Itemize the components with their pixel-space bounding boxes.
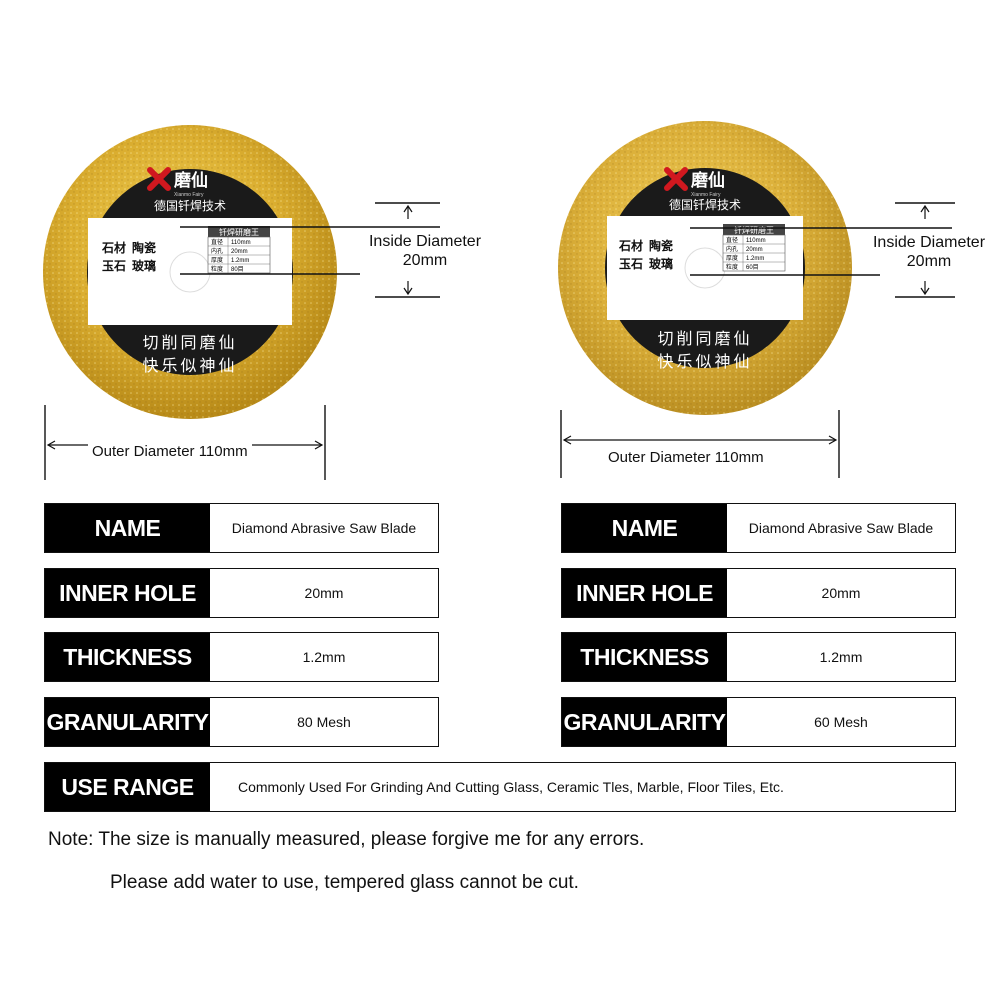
slogan-line-1: 切削同磨仙 [657,330,752,348]
svg-text:直径: 直径 [726,236,738,244]
spec-value: 20mm [304,585,344,601]
svg-text:1.2mm: 1.2mm [746,256,764,262]
spec-row-name-left: NAME Diamond Abrasive Saw Blade [44,503,439,553]
svg-text:直径: 直径 [211,238,223,246]
spec-row-inner-hole-left: INNER HOLE 20mm [44,568,439,618]
outer-diameter-label-left: Outer Diameter 110mm [88,443,252,460]
spec-key: INNER HOLE [562,569,727,617]
brand-tagline: 德国钎焊技术 [669,197,741,212]
svg-text:80目: 80目 [231,266,244,273]
svg-text:内孔: 内孔 [726,245,738,253]
svg-text:厚度: 厚度 [726,254,738,262]
outer-diameter-marker-right [560,410,840,478]
note-line-1: Note: The size is manually measured, ple… [48,829,645,850]
slogan-line-1: 切削同磨仙 [142,334,237,352]
svg-text:60目: 60目 [746,264,759,271]
inside-diameter-marker-right [690,202,955,298]
outer-diameter-label-right: Outer Diameter 110mm [604,449,768,466]
note-line-2: Please add water to use, tempered glass … [110,872,579,893]
spec-row-thickness-right: THICKNESS 1.2mm [561,632,956,682]
brand-sub: Xianmo Fairy [691,192,721,198]
svg-text:20mm: 20mm [746,247,763,253]
material-1: 石材 [618,238,643,253]
inside-diameter-label-right: Inside Diameter 20mm [872,234,986,270]
spec-key: NAME [562,504,727,552]
svg-text:钎焊研磨王: 钎焊研磨王 [734,225,774,235]
spec-value: 1.2mm [302,649,346,665]
svg-text:110mm: 110mm [746,238,766,244]
spec-row-name-right: NAME Diamond Abrasive Saw Blade [561,503,956,553]
svg-text:厚度: 厚度 [211,256,223,264]
spec-table: 钎焊研磨王 直径 110mm 内孔 20mm 厚度 1.2mm 粒度 80目 [207,226,271,274]
material-2: 陶瓷 [132,240,156,255]
svg-text:内孔: 内孔 [211,247,223,255]
spec-value: 20mm [821,585,861,601]
spec-row-granularity-right: GRANULARITY 60 Mesh [561,697,956,747]
spec-key: THICKNESS [45,633,210,681]
brand-logo-icon [664,167,688,191]
slogan-line-2: 快乐似神仙 [657,353,752,371]
spec-row-use-range: USE RANGE Commonly Used For Grinding And… [44,762,956,812]
spec-value: Diamond Abrasive Saw Blade [231,520,417,536]
spec-row-thickness-left: THICKNESS 1.2mm [44,632,439,682]
spec-key: USE RANGE [45,763,210,811]
material-4: 玻璃 [132,258,156,273]
spec-table: 钎焊研磨王 直径 110mm 内孔 20mm 厚度 1.2mm 粒度 60目 [722,224,786,272]
saw-blade-right: 磨仙 Xianmo Fairy 德国钎焊技术 石材 陶瓷 玉石 玻璃 钎焊研磨王… [558,121,852,415]
svg-text:粒度: 粒度 [726,263,738,271]
inside-diameter-label-left: Inside Diameter 20mm [368,233,482,269]
material-3: 玉石 [619,257,643,271]
material-4: 玻璃 [649,256,673,271]
spec-key: GRANULARITY [562,698,727,746]
spec-key: GRANULARITY [45,698,210,746]
svg-text:20mm: 20mm [231,249,248,255]
inside-diameter-marker-left [180,202,440,298]
material-2: 陶瓷 [649,238,673,253]
spec-key: NAME [45,504,210,552]
spec-key: INNER HOLE [45,569,210,617]
brand-name: 磨仙 [174,170,208,190]
brand-sub: Xianmo Fairy [174,192,204,198]
brand-name: 磨仙 [691,170,725,190]
spec-value: 80 Mesh [297,714,351,730]
spec-row-inner-hole-right: INNER HOLE 20mm [561,568,956,618]
svg-text:110mm: 110mm [231,240,251,246]
svg-text:钎焊研磨王: 钎焊研磨王 [219,227,259,237]
brand-logo-icon [147,167,171,191]
svg-text:粒度: 粒度 [211,265,223,273]
spec-value: Commonly Used For Grinding And Cutting G… [238,779,784,795]
spec-row-granularity-left: GRANULARITY 80 Mesh [44,697,439,747]
slogan-line-2: 快乐似神仙 [142,357,237,375]
spec-value: Diamond Abrasive Saw Blade [748,520,934,536]
brand-tagline: 德国钎焊技术 [154,198,226,213]
spec-value: 60 Mesh [814,714,868,730]
saw-blade-left: 磨仙 Xianmo Fairy 德国钎焊技术 石材 陶瓷 玉石 玻璃 钎焊研磨王… [43,125,337,419]
svg-text:1.2mm: 1.2mm [231,258,249,264]
material-3: 玉石 [102,259,126,273]
spec-key: THICKNESS [562,633,727,681]
material-1: 石材 [101,240,126,255]
spec-value: 1.2mm [819,649,863,665]
